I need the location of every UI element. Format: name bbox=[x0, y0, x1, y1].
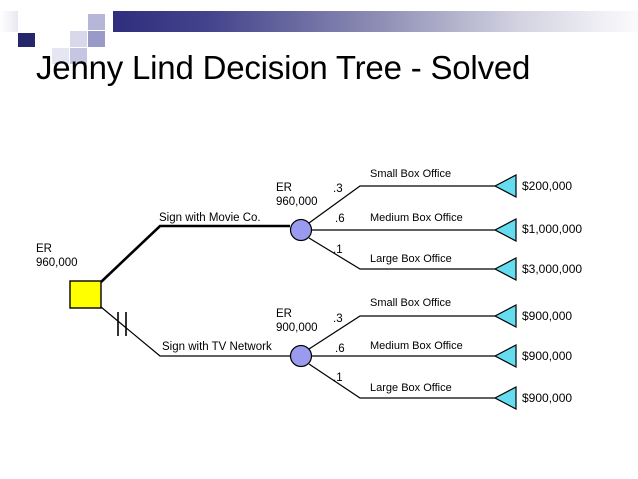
deco-square-pale-3 bbox=[52, 48, 69, 64]
payoff-movie-medium: $1,000,000 bbox=[522, 222, 583, 236]
probability-movie-medium: .6 bbox=[335, 213, 345, 225]
probability-tv-medium: .6 bbox=[335, 343, 345, 355]
outcome-label-tv-small: Small Box Office bbox=[370, 297, 452, 309]
probability-tv-small: .3 bbox=[333, 313, 343, 325]
payoff-movie-small: $200,000 bbox=[522, 179, 573, 193]
tv-network-er-text: ER bbox=[276, 308, 292, 320]
root-er-label: ER 960,000 bbox=[36, 242, 78, 270]
terminal-node-movie-small bbox=[493, 174, 517, 198]
terminal-node-tv-large bbox=[493, 386, 517, 410]
payoff-tv-small: $900,000 bbox=[522, 309, 573, 323]
terminal-node-movie-medium bbox=[493, 218, 517, 242]
branch-tv-network-line bbox=[100, 306, 290, 357]
terminal-node-tv-medium bbox=[493, 344, 517, 368]
root-decision-node bbox=[69, 280, 102, 309]
outcome-line-movie-large bbox=[308, 237, 495, 270]
chance-node-tv-network bbox=[289, 344, 313, 368]
outcome-line-tv-small bbox=[308, 315, 495, 350]
deco-square-navy-small bbox=[18, 33, 35, 47]
movie-co-er-text: ER bbox=[276, 182, 292, 194]
tv-network-er-label: ER 900,000 bbox=[276, 307, 318, 335]
branch-label-tv-network: Sign with TV Network bbox=[162, 341, 272, 353]
terminal-node-movie-large bbox=[493, 257, 517, 281]
outcome-line-tv-large bbox=[308, 363, 495, 399]
root-er-text: ER bbox=[36, 243, 52, 255]
movie-co-er-label: ER 960,000 bbox=[276, 181, 318, 209]
outcome-label-tv-medium: Medium Box Office bbox=[370, 340, 463, 352]
deco-square-lavender-1 bbox=[88, 14, 105, 30]
movie-co-er-value: 960,000 bbox=[276, 196, 318, 208]
page-title: Jenny Lind Decision Tree - Solved bbox=[36, 49, 531, 86]
deco-square-pale-1 bbox=[70, 31, 87, 47]
deco-square-pale-2 bbox=[70, 48, 87, 64]
outcome-line-movie-small bbox=[308, 185, 495, 224]
outcome-label-movie-medium: Medium Box Office bbox=[370, 212, 463, 224]
payoff-tv-large: $900,000 bbox=[522, 391, 573, 405]
probability-movie-small: .3 bbox=[333, 183, 343, 195]
outcome-label-tv-large: Large Box Office bbox=[370, 382, 452, 394]
chance-node-movie-co bbox=[289, 218, 313, 242]
root-er-value: 960,000 bbox=[36, 257, 78, 269]
tv-network-er-value: 900,000 bbox=[276, 322, 318, 334]
payoff-tv-medium: $900,000 bbox=[522, 349, 573, 363]
outcome-label-movie-small: Small Box Office bbox=[370, 168, 452, 180]
payoff-movie-large: $3,000,000 bbox=[522, 262, 583, 276]
deco-square-fade-left bbox=[0, 11, 18, 32]
branch-label-movie-co: Sign with Movie Co. bbox=[159, 212, 261, 224]
deco-square-lavender-2 bbox=[88, 31, 105, 47]
probability-movie-large: .1 bbox=[333, 244, 343, 256]
terminal-node-tv-small bbox=[493, 304, 517, 328]
header-gradient-bar bbox=[113, 11, 638, 32]
branch-movie-co-line bbox=[100, 224, 290, 283]
probability-tv-large: .1 bbox=[333, 372, 343, 384]
outcome-label-movie-large: Large Box Office bbox=[370, 253, 452, 265]
